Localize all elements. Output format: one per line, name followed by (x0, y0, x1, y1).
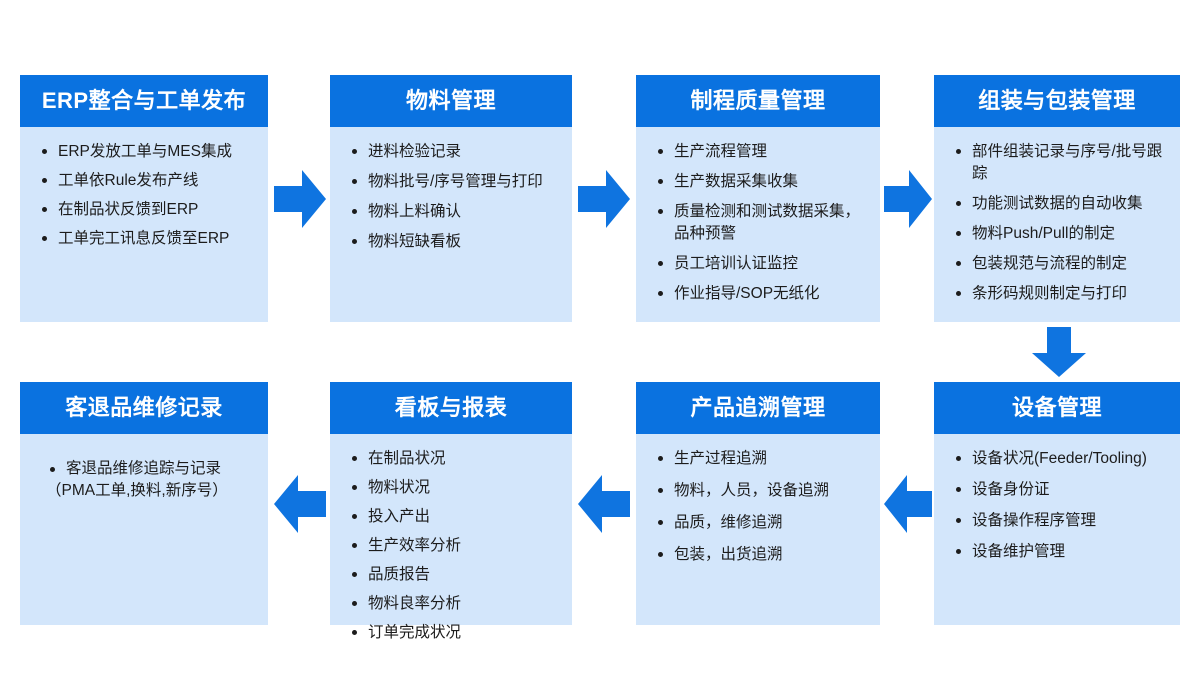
list-item: 设备操作程序管理 (956, 510, 1170, 532)
list-item: 物料，人员，设备追溯 (658, 480, 870, 502)
box-equipment-body: 设备状况(Feeder/Tooling) 设备身份证 设备操作程序管理 设备维护… (934, 434, 1180, 625)
list-item: 条形码规则制定与打印 (956, 283, 1170, 305)
list-item: 包装，出货追溯 (658, 544, 870, 566)
box-assembly-packaging-title: 组装与包装管理 (934, 75, 1180, 127)
list-item: 生产过程追溯 (658, 448, 870, 470)
box-equipment[interactable]: 设备管理 设备状况(Feeder/Tooling) 设备身份证 设备操作程序管理… (934, 382, 1180, 625)
list-item: 作业指导/SOP无纸化 (658, 283, 870, 305)
list-item: 物料批号/序号管理与打印 (352, 171, 562, 193)
list-item: 质量检测和测试数据采集，品种预警 (658, 201, 870, 245)
list-item: 部件组装记录与序号/批号跟踪 (956, 141, 1170, 185)
box-assembly-packaging-list: 部件组装记录与序号/批号跟踪 功能测试数据的自动收集 物料Push/Pull的制… (944, 141, 1170, 305)
box-rma-repair-list: 客退品维修追踪与记录 （PMA工单,换料,新序号） (30, 458, 258, 502)
list-item: 员工培训认证监控 (658, 253, 870, 275)
list-item: 设备维护管理 (956, 541, 1170, 563)
list-item: 物料短缺看板 (352, 231, 562, 253)
list-item: 生产数据采集收集 (658, 171, 870, 193)
box-erp-title: ERP整合与工单发布 (20, 75, 268, 127)
list-item: 生产流程管理 (658, 141, 870, 163)
list-item: 客退品维修追踪与记录 （PMA工单,换料,新序号） (46, 458, 258, 502)
box-dashboard-reports-body: 在制品状况 物料状况 投入产出 生产效率分析 品质报告 物料良率分析 订单完成状… (330, 434, 572, 661)
arrow-right-process-quality-to-assembly (884, 168, 932, 230)
list-item: 工单依Rule发布产线 (42, 170, 258, 192)
arrow-left-equipment-to-traceability (884, 473, 932, 535)
list-item: 进料检验记录 (352, 141, 562, 163)
box-process-quality-list: 生产流程管理 生产数据采集收集 质量检测和测试数据采集，品种预警 员工培训认证监… (646, 141, 870, 305)
list-item: 物料上料确认 (352, 201, 562, 223)
box-assembly-packaging-body: 部件组装记录与序号/批号跟踪 功能测试数据的自动收集 物料Push/Pull的制… (934, 127, 1180, 323)
list-item-text: 客退品维修追踪与记录 (66, 460, 222, 477)
box-erp[interactable]: ERP整合与工单发布 ERP发放工单与MES集成 工单依Rule发布产线 在制品… (20, 75, 268, 322)
list-item: 功能测试数据的自动收集 (956, 193, 1170, 215)
list-item: 在制品状况 (352, 448, 562, 470)
box-erp-list: ERP发放工单与MES集成 工单依Rule发布产线 在制品状反馈到ERP 工单完… (30, 141, 258, 250)
list-item: 设备状况(Feeder/Tooling) (956, 448, 1170, 470)
list-item: 包装规范与流程的制定 (956, 253, 1170, 275)
list-item: 物料状况 (352, 477, 562, 499)
box-material-title: 物料管理 (330, 75, 572, 127)
arrow-right-erp-to-material (274, 168, 326, 230)
box-traceability-title: 产品追溯管理 (636, 382, 880, 434)
box-equipment-title: 设备管理 (934, 382, 1180, 434)
list-item-subline: （PMA工单,换料,新序号） (46, 482, 228, 499)
box-traceability-body: 生产过程追溯 物料，人员，设备追溯 品质，维修追溯 包装，出货追溯 (636, 434, 880, 625)
box-process-quality[interactable]: 制程质量管理 生产流程管理 生产数据采集收集 质量检测和测试数据采集，品种预警 … (636, 75, 880, 322)
box-traceability-list: 生产过程追溯 物料，人员，设备追溯 品质，维修追溯 包装，出货追溯 (646, 448, 870, 566)
box-equipment-list: 设备状况(Feeder/Tooling) 设备身份证 设备操作程序管理 设备维护… (944, 448, 1170, 563)
box-assembly-packaging[interactable]: 组装与包装管理 部件组装记录与序号/批号跟踪 功能测试数据的自动收集 物料Pus… (934, 75, 1180, 322)
list-item: 订单完成状况 (352, 622, 562, 644)
box-traceability[interactable]: 产品追溯管理 生产过程追溯 物料，人员，设备追溯 品质，维修追溯 包装，出货追溯 (636, 382, 880, 625)
box-rma-repair-title: 客退品维修记录 (20, 382, 268, 434)
list-item: 生产效率分析 (352, 535, 562, 557)
list-item: 物料Push/Pull的制定 (956, 223, 1170, 245)
list-item: 投入产出 (352, 506, 562, 528)
box-dashboard-reports[interactable]: 看板与报表 在制品状况 物料状况 投入产出 生产效率分析 品质报告 物料良率分析… (330, 382, 572, 641)
box-material-list: 进料检验记录 物料批号/序号管理与打印 物料上料确认 物料短缺看板 (340, 141, 562, 253)
box-dashboard-reports-title: 看板与报表 (330, 382, 572, 434)
list-item: 工单完工讯息反馈至ERP (42, 228, 258, 250)
box-rma-repair-body: 客退品维修追踪与记录 （PMA工单,换料,新序号） (20, 434, 268, 625)
box-process-quality-body: 生产流程管理 生产数据采集收集 质量检测和测试数据采集，品种预警 员工培训认证监… (636, 127, 880, 323)
arrow-right-material-to-process-quality (578, 168, 630, 230)
box-erp-body: ERP发放工单与MES集成 工单依Rule发布产线 在制品状反馈到ERP 工单完… (20, 127, 268, 322)
box-dashboard-reports-list: 在制品状况 物料状况 投入产出 生产效率分析 品质报告 物料良率分析 订单完成状… (340, 448, 562, 644)
box-material-body: 进料检验记录 物料批号/序号管理与打印 物料上料确认 物料短缺看板 (330, 127, 572, 322)
list-item: 品质，维修追溯 (658, 512, 870, 534)
list-item: 品质报告 (352, 564, 562, 586)
list-item: 设备身份证 (956, 479, 1170, 501)
arrow-down-assembly-to-equipment (1031, 327, 1087, 377)
list-item: 在制品状反馈到ERP (42, 199, 258, 221)
box-rma-repair[interactable]: 客退品维修记录 客退品维修追踪与记录 （PMA工单,换料,新序号） (20, 382, 268, 625)
box-material[interactable]: 物料管理 进料检验记录 物料批号/序号管理与打印 物料上料确认 物料短缺看板 (330, 75, 572, 322)
box-process-quality-title: 制程质量管理 (636, 75, 880, 127)
list-item: 物料良率分析 (352, 593, 562, 615)
arrow-left-dashboard-to-rma (274, 473, 326, 535)
arrow-left-traceability-to-dashboard (578, 473, 630, 535)
list-item: ERP发放工单与MES集成 (42, 141, 258, 163)
